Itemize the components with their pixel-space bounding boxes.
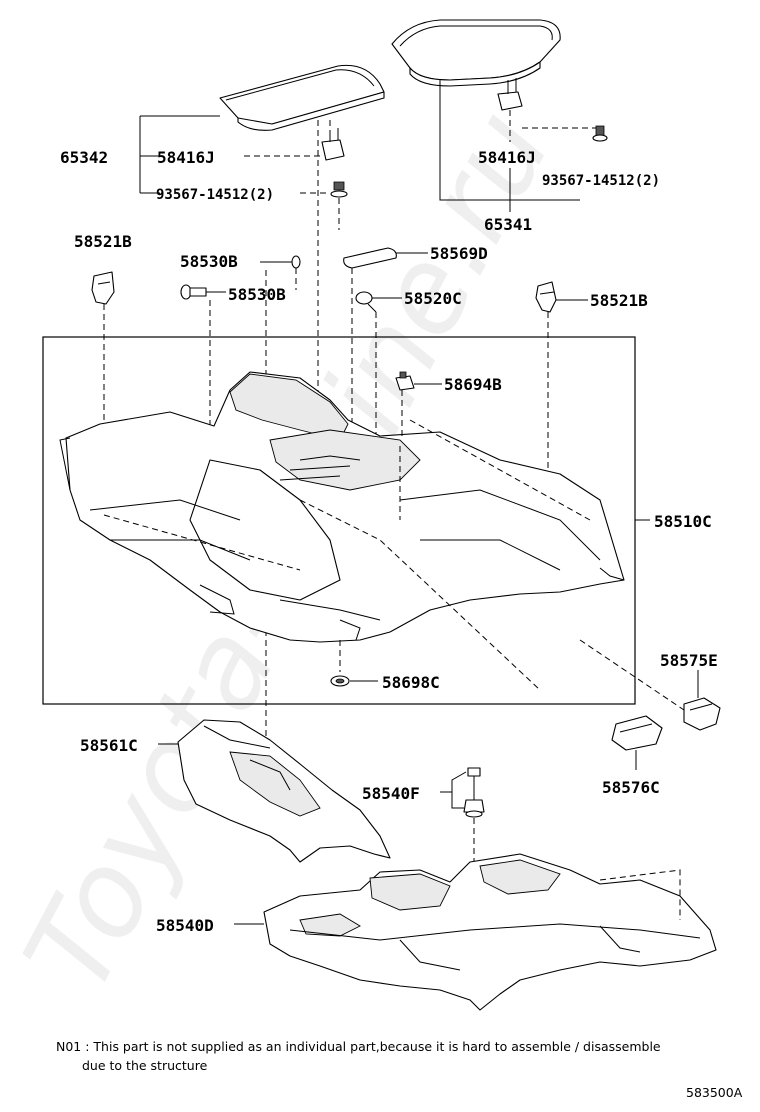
screw-93567-left[interactable]	[330, 181, 348, 198]
label-58530b-bottom: 58530B	[228, 285, 286, 304]
label-58416j-right: 58416J	[478, 148, 536, 167]
label-58540d: 58540D	[156, 916, 214, 935]
block-58575e[interactable]	[683, 697, 721, 731]
silencer-58561c[interactable]	[177, 719, 391, 863]
plate-58569d[interactable]	[343, 247, 397, 269]
screw-93567-right[interactable]	[592, 125, 608, 142]
floor-carpet-58510c[interactable]	[59, 371, 625, 643]
grommet-58694b[interactable]	[395, 371, 415, 391]
label-58694b: 58694B	[444, 375, 502, 394]
label-65342: 65342	[60, 148, 108, 167]
silencer-58540d[interactable]	[263, 853, 717, 1011]
label-58561c: 58561C	[80, 736, 138, 755]
diagram-code: 583500A	[686, 1085, 743, 1100]
footnote-line-2: due to the structure	[82, 1058, 208, 1073]
label-58576c: 58576C	[602, 778, 660, 797]
clip-58540f[interactable]	[463, 767, 485, 818]
label-58521b-left: 58521B	[74, 232, 132, 251]
clip-58416j-left[interactable]	[321, 128, 345, 161]
clip-58520c[interactable]	[355, 291, 377, 313]
label-93567-right: 93567-14512(2)	[542, 173, 660, 189]
clip-58530b-top[interactable]	[284, 255, 301, 269]
label-58510c: 58510C	[654, 512, 712, 531]
clip-58530b-bottom[interactable]	[180, 284, 207, 300]
floor-cover-right-panel[interactable]	[391, 19, 561, 87]
label-93567-left: 93567-14512(2)	[156, 187, 274, 203]
label-58698c: 58698C	[382, 673, 440, 692]
label-58521b-right: 58521B	[590, 291, 648, 310]
clip-58416j-right[interactable]	[497, 78, 523, 111]
label-58416j-left: 58416J	[157, 148, 215, 167]
label-58569d: 58569D	[430, 244, 488, 263]
label-58575e: 58575E	[660, 651, 718, 670]
grommet-58698c[interactable]	[330, 675, 350, 687]
footnote-line-1: N01 : This part is not supplied as an in…	[56, 1039, 661, 1054]
label-58540f: 58540F	[362, 784, 420, 803]
retainer-58521b-right[interactable]	[535, 281, 557, 313]
floor-cover-left-panel[interactable]	[219, 64, 385, 131]
label-58520c: 58520C	[404, 289, 462, 308]
label-58530b-top: 58530B	[180, 252, 238, 271]
block-58576c[interactable]	[611, 715, 663, 751]
retainer-58521b-left[interactable]	[91, 271, 115, 305]
label-65341: 65341	[484, 215, 532, 234]
